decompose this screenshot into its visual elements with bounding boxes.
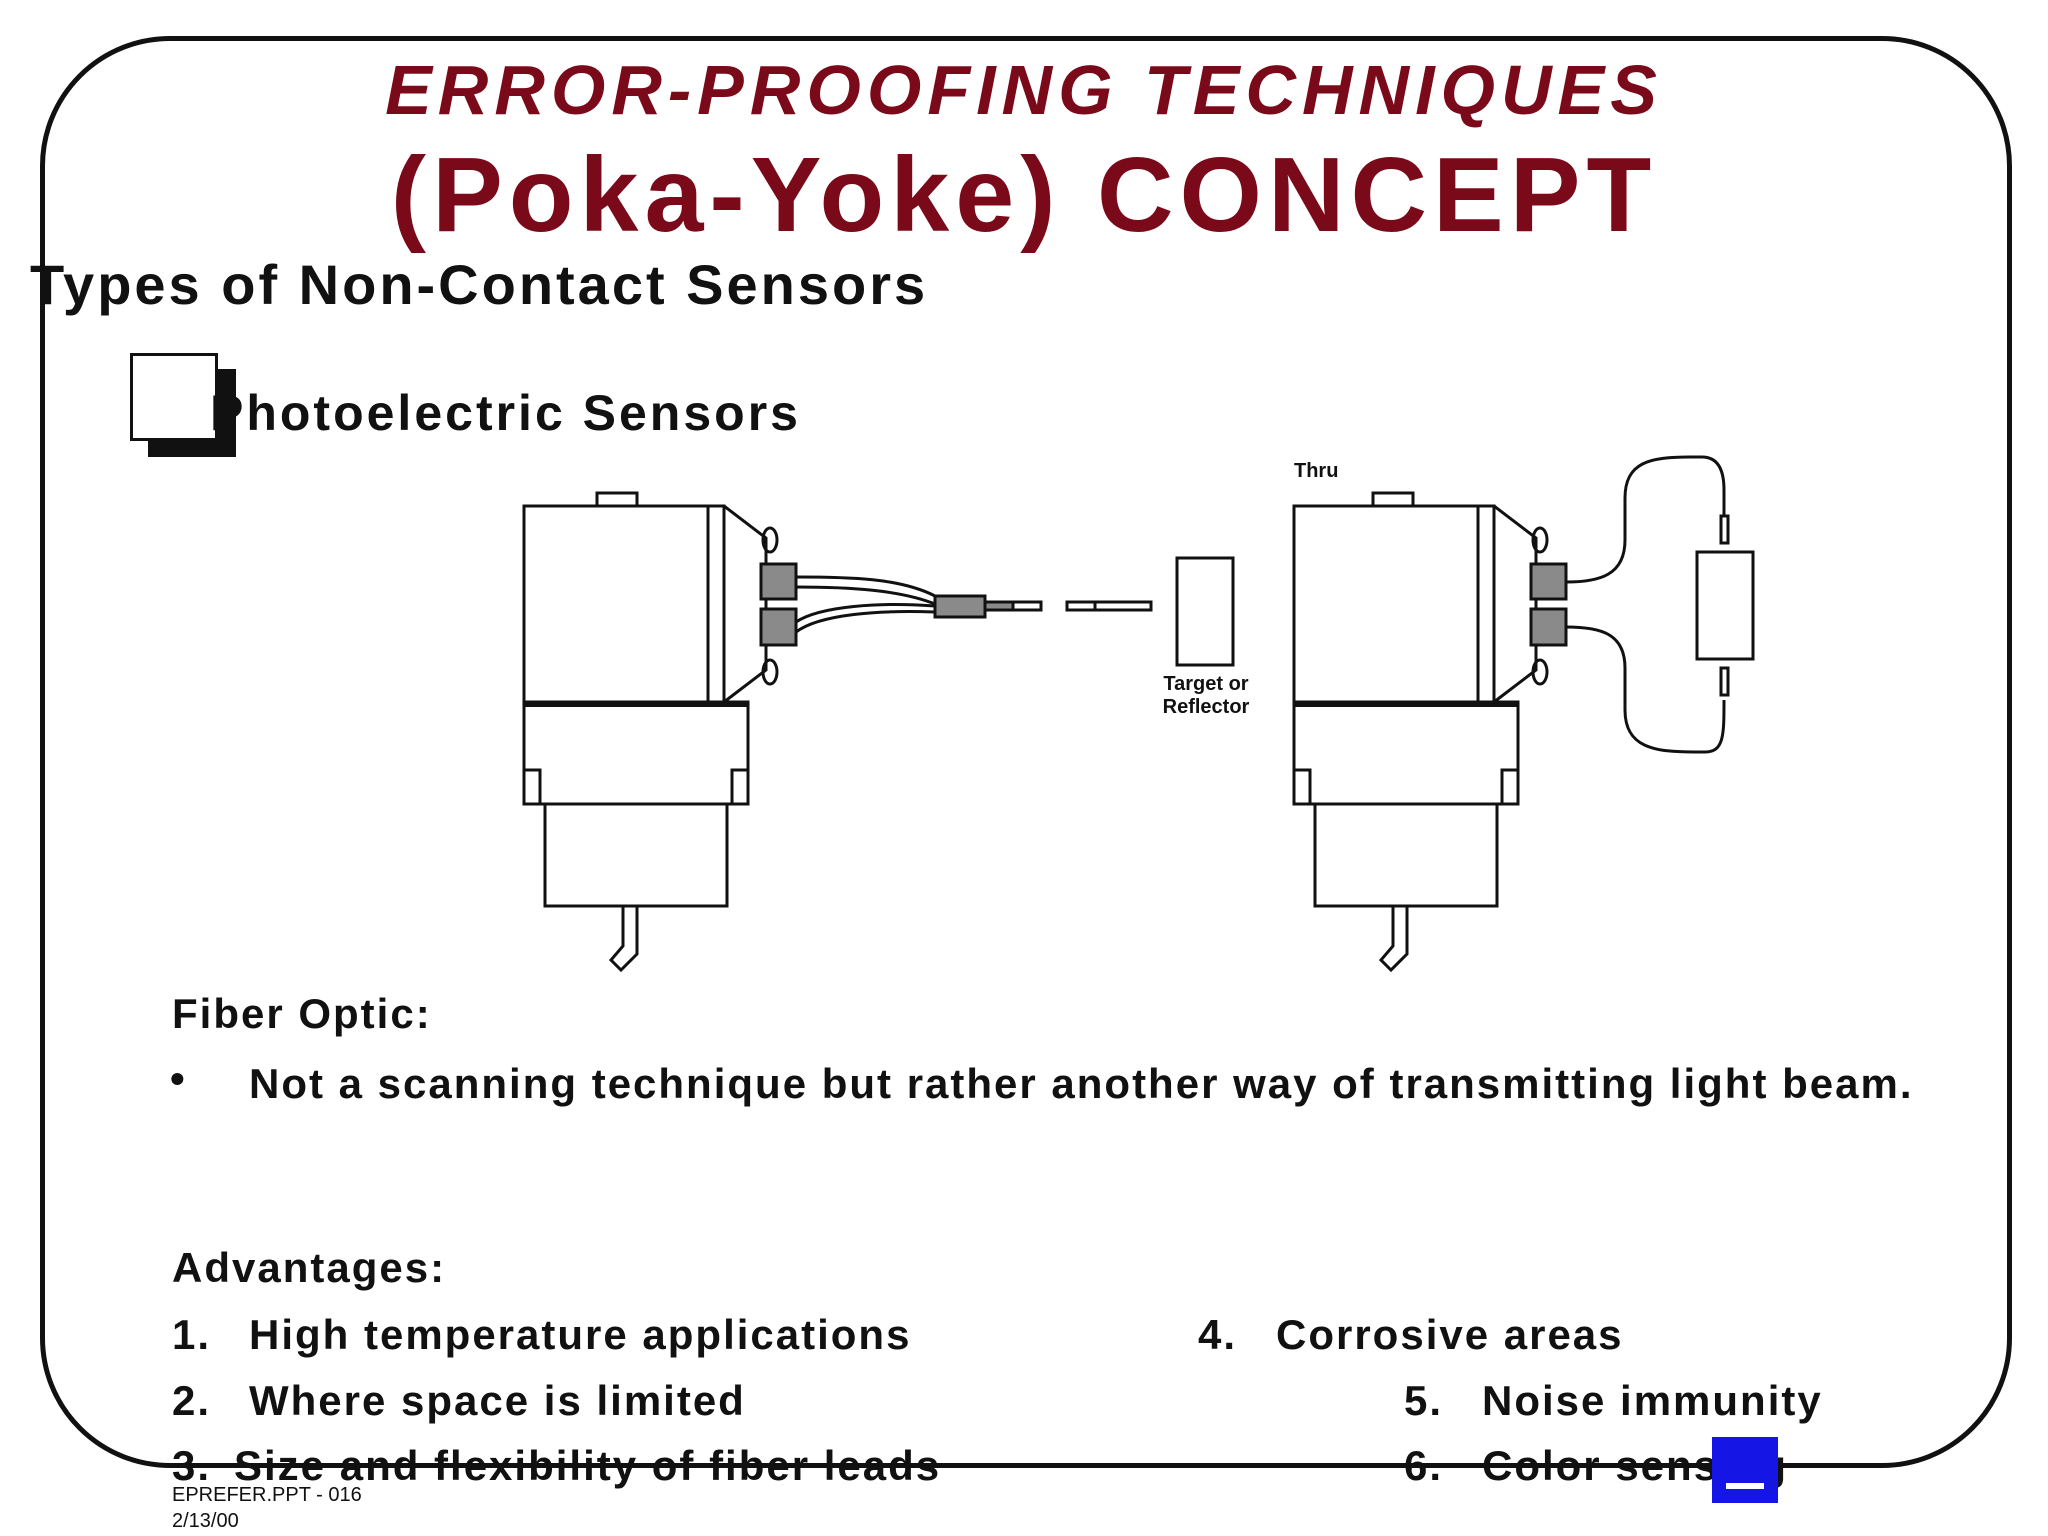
section-heading: Photoelectric Sensors xyxy=(210,385,801,441)
advantage-number: 1. xyxy=(172,1311,212,1358)
right-sensor-icon xyxy=(1292,455,1755,973)
section-subtitle: Types of Non-Contact Sensors xyxy=(30,253,929,316)
advantage-number: 5. xyxy=(1404,1377,1444,1424)
footer-date: 2/13/00 xyxy=(172,1510,239,1532)
target-label-line1: Target or xyxy=(1163,673,1248,695)
advantage-number: 3. xyxy=(172,1442,212,1489)
advantages-heading: Advantages: xyxy=(172,1244,447,1291)
advantage-item: High temperature applications xyxy=(249,1311,912,1358)
fiber-optic-heading: Fiber Optic: xyxy=(172,990,432,1037)
gm-logo-underline xyxy=(1726,1483,1764,1489)
target-reflector-shape xyxy=(1175,556,1235,667)
target-label-line2: Reflector xyxy=(1163,696,1250,718)
thru-label: Thru xyxy=(1294,460,1338,482)
slide-subtitle-concept: (Poka-Yoke) CONCEPT xyxy=(390,136,1658,254)
advantage-item: Where space is limited xyxy=(249,1377,746,1424)
advantage-number: 2. xyxy=(172,1377,212,1424)
fiber-optic-description: Not a scanning technique but rather anot… xyxy=(249,1060,1914,1107)
bullet-symbol: • xyxy=(170,1055,185,1102)
slide-title: ERROR-PROOFING TECHNIQUES xyxy=(385,51,1663,129)
advantage-item: Size and flexibility of fiber leads xyxy=(234,1442,942,1489)
advantage-item: Corrosive areas xyxy=(1276,1311,1624,1358)
checkbox-icon xyxy=(130,353,218,441)
advantage-number: 6. xyxy=(1404,1442,1444,1489)
left-sensor-icon xyxy=(522,491,1153,973)
advantage-item: Noise immunity xyxy=(1482,1377,1823,1424)
footer-file-ref: EPREFER.PPT - 016 xyxy=(172,1484,362,1506)
gm-logo xyxy=(1712,1437,1778,1503)
advantage-number: 4. xyxy=(1198,1311,1238,1358)
slide-frame xyxy=(40,36,2012,1468)
